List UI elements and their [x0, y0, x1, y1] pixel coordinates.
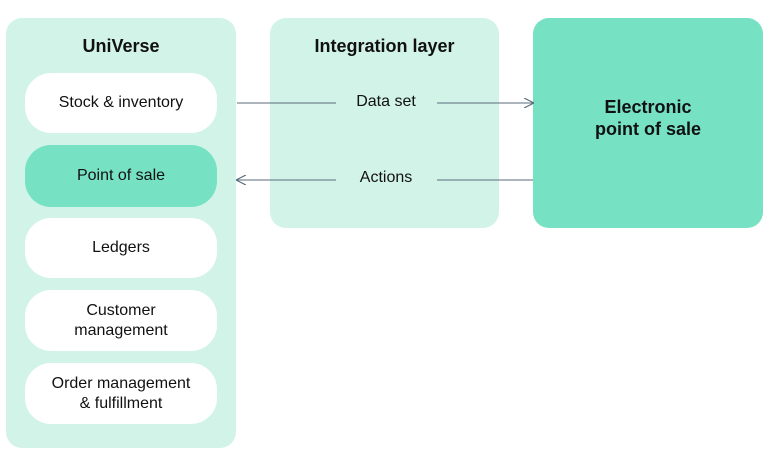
module-order-management: Order management & fulfillment: [25, 363, 217, 424]
module-customer-management: Customer management: [25, 290, 217, 351]
universe-panel: UniVerse Stock & inventory Point of sale…: [6, 18, 236, 448]
flow-label-actions: Actions: [359, 169, 413, 186]
epos-title: Electronic point of sale: [594, 97, 701, 139]
module-point-of-sale: Point of sale: [25, 145, 217, 207]
flow-label-data-set: Data set: [356, 93, 416, 110]
integration-title: Integration layer: [314, 36, 455, 56]
integration-panel: Integration layer: [270, 18, 499, 228]
universe-title: UniVerse: [82, 36, 160, 56]
module-stock-inventory: Stock & inventory: [25, 73, 217, 133]
epos-panel: Electronic point of sale: [533, 18, 763, 228]
module-ledgers: Ledgers: [25, 218, 217, 278]
